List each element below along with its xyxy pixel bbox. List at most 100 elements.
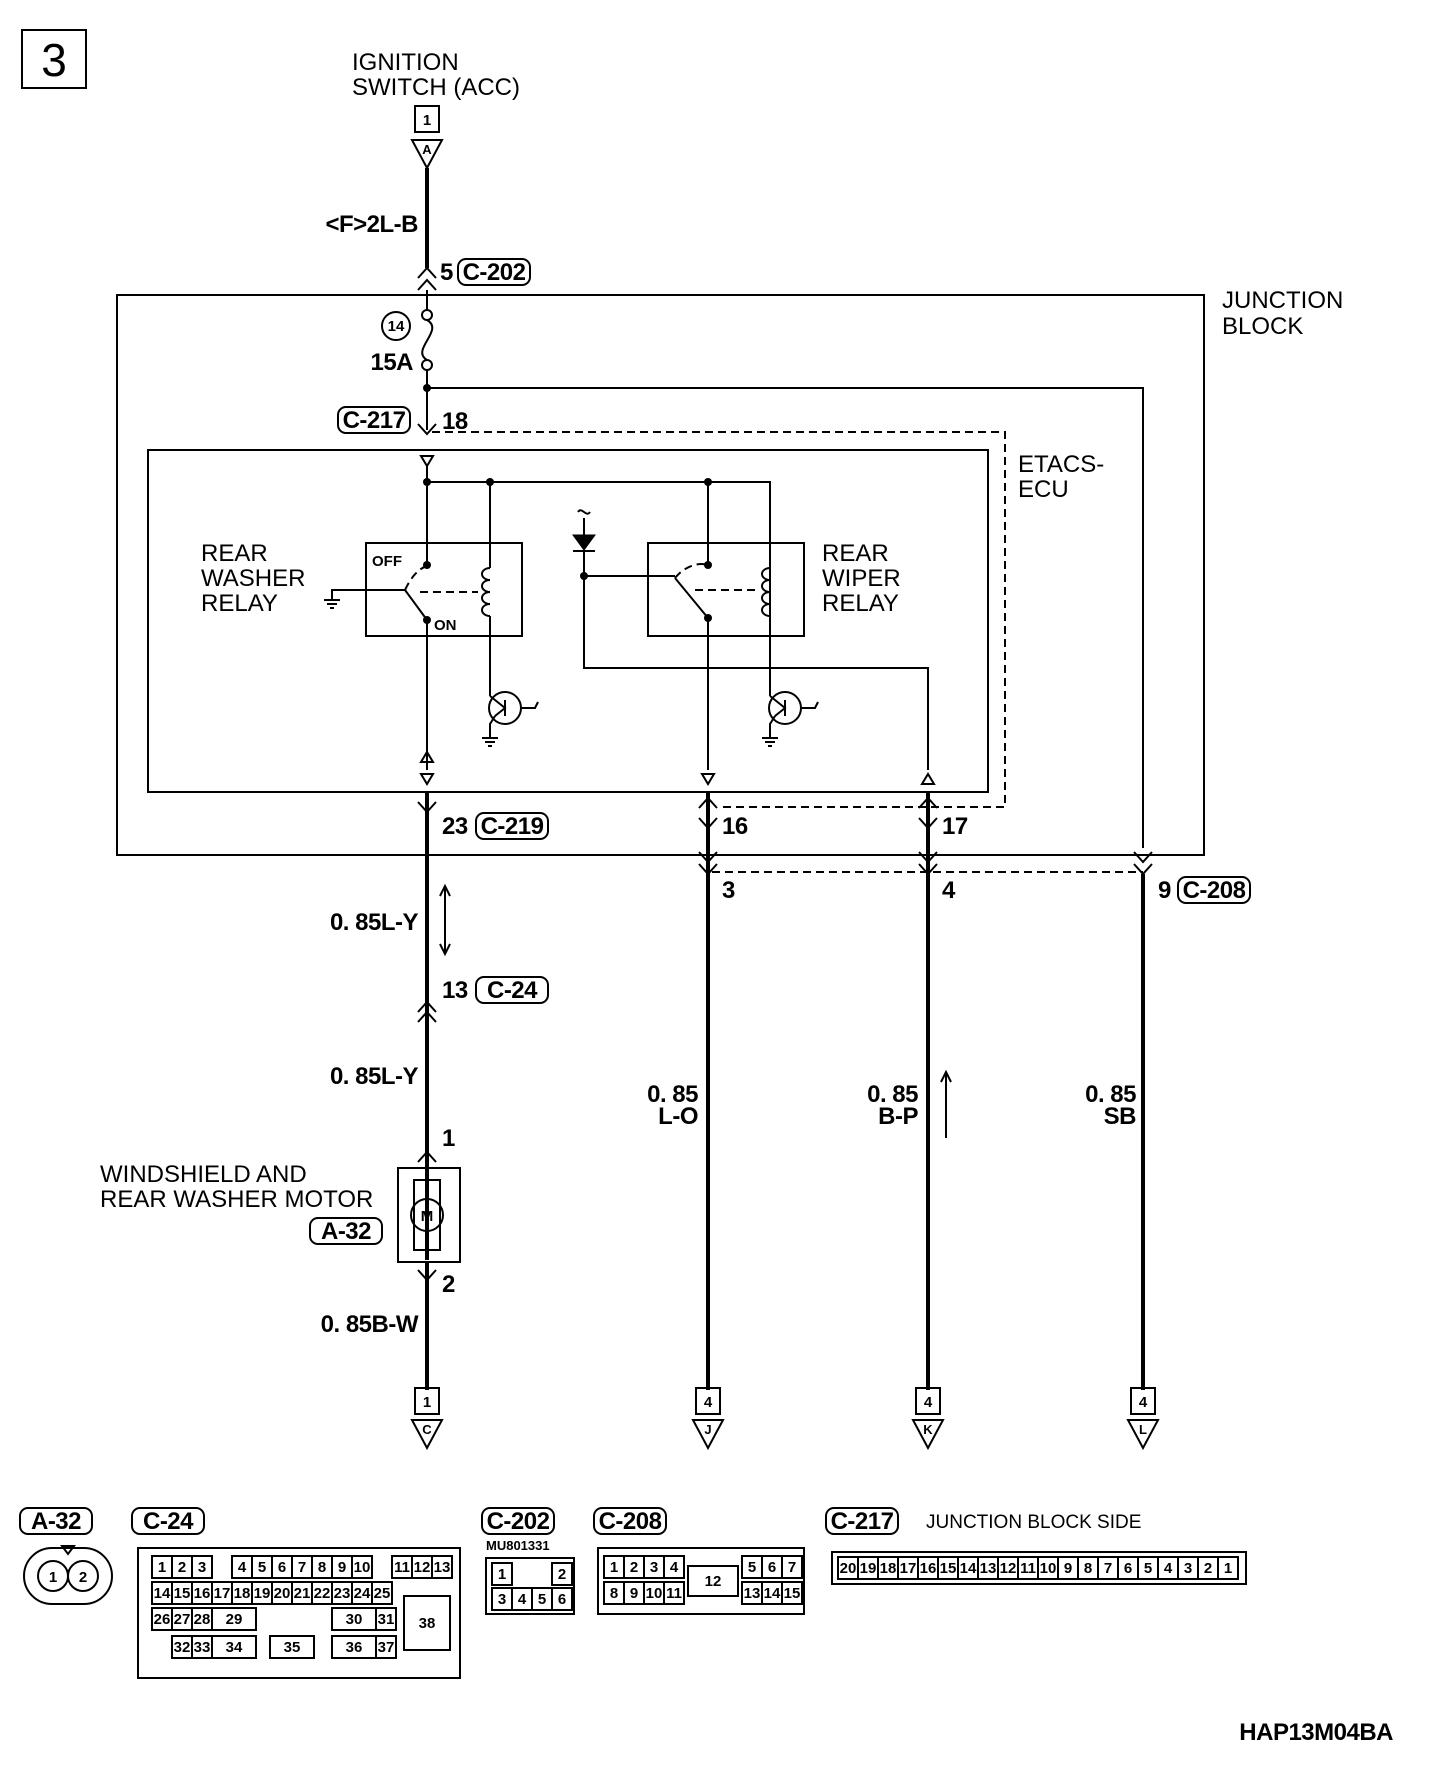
- c208-pin-10: 10: [646, 1585, 663, 1602]
- c208-pin-6: 6: [768, 1559, 776, 1576]
- pin3-chevron: [698, 851, 718, 876]
- junction-block-outline: [116, 294, 1205, 856]
- c217-pin-13: 13: [980, 1560, 997, 1577]
- bottom-connector-j: 4 J: [691, 1387, 725, 1451]
- page-number: 3: [41, 34, 67, 86]
- c217-chevron: [417, 423, 437, 436]
- c208-pin-1: 1: [610, 1559, 618, 1576]
- c24-tag: C-24: [487, 977, 538, 1004]
- c208-pin-4-cell: [663, 1555, 685, 1579]
- bottom-connector-k-page-box: [915, 1387, 941, 1415]
- washer-relay-label-3: RELAY: [201, 590, 278, 617]
- c217-pin-2: 2: [1204, 1560, 1212, 1577]
- c217-view-tag: C-217: [831, 1508, 894, 1535]
- c217-pin-1-cell: [1217, 1556, 1239, 1580]
- bottom-connector-k: 4 K: [911, 1387, 945, 1451]
- c208-pin-7-cell: [781, 1555, 803, 1579]
- c24-pin-14: 14: [154, 1585, 171, 1602]
- c217-tag-box: [337, 406, 411, 434]
- c24-pin-25-cell: [371, 1581, 393, 1605]
- c202-chevron: [417, 266, 437, 291]
- c24-pin-35: 35: [284, 1639, 301, 1656]
- sense-wire: [583, 576, 929, 770]
- bottom-connector-c-page: 1: [423, 1394, 431, 1411]
- c217-pin-11: 11: [1020, 1560, 1036, 1577]
- diode-to-relay-wire: [583, 551, 675, 577]
- c24-pin-10-cell: [351, 1555, 373, 1579]
- c208-pin-11: 11: [666, 1585, 682, 1602]
- sense-input-terminal: [920, 772, 936, 785]
- wiper-transistor-legs: [769, 695, 819, 738]
- washer-relay-output-terminal: [419, 750, 435, 786]
- c24-pin-1: 1: [158, 1559, 166, 1576]
- junction-block-label-1: JUNCTION: [1222, 287, 1343, 314]
- c217-pin-3: 3: [1184, 1560, 1192, 1577]
- washer-relay-off: OFF: [372, 553, 402, 570]
- bottom-connector-l: 4 L: [1126, 1387, 1160, 1451]
- wire-ly-label-2: 0. 85L-Y: [330, 1063, 419, 1090]
- c24-pin-27: 27: [174, 1611, 191, 1628]
- c24-pin-4: 4: [238, 1559, 247, 1576]
- c217-side-label: JUNCTION BLOCK SIDE: [926, 1512, 1141, 1533]
- c208-tag: C-208: [1183, 877, 1246, 904]
- c217-view-tag-box: [825, 1507, 899, 1535]
- bottom-connector-c-page-box: [414, 1387, 440, 1415]
- wiper-relay-label-3: RELAY: [822, 590, 899, 617]
- wiper-relay-no-contact: [704, 561, 712, 569]
- wire-sb-label-2: SB: [1104, 1103, 1137, 1130]
- c208-housing: [597, 1547, 805, 1615]
- washer-relay-label-1: REAR: [201, 540, 268, 567]
- ignition-switch-label-2: SWITCH (ACC): [352, 74, 520, 101]
- bottom-connector-c: 1 C: [410, 1387, 444, 1451]
- etacs-label-2: ECU: [1018, 476, 1069, 503]
- c208-pin-14: 14: [764, 1585, 781, 1602]
- bottom-connector-j-arrow: [691, 1419, 725, 1451]
- c217-pin-19: 19: [860, 1560, 877, 1577]
- wire-ly-label-1: 0. 85L-Y: [330, 909, 419, 936]
- current-flow-arrow-left: [439, 883, 451, 957]
- bottom-connector-l-arrow: [1126, 1419, 1160, 1451]
- c24-pin-38: 38: [419, 1615, 436, 1632]
- c24-pin-6: 6: [278, 1559, 286, 1576]
- wiper-relay-blade-arc: [674, 563, 709, 579]
- c208-pin-13: 13: [744, 1585, 761, 1602]
- c24-chevron: [417, 1000, 437, 1023]
- c202-pin-6: 6: [558, 1591, 566, 1608]
- diode-supply-squiggle: [577, 509, 591, 515]
- c24-pin-21: 21: [294, 1585, 311, 1602]
- c24-pin-15: 15: [174, 1585, 191, 1602]
- c208-pin-3: 3: [650, 1559, 658, 1576]
- bottom-connector-k-page: 4: [924, 1394, 933, 1411]
- bottom-connector-l-letter: L: [1139, 1422, 1147, 1437]
- motor-label-2: REAR WASHER MOTOR: [100, 1186, 373, 1213]
- etacs-ecu-box: [147, 449, 989, 793]
- c24-pin-26: 26: [154, 1611, 171, 1628]
- bottom-connector-j-letter: J: [704, 1422, 711, 1437]
- c217-pin-15: 15: [940, 1560, 957, 1577]
- bottom-connector-k-arrow: [911, 1419, 945, 1451]
- ignition-switch-label-1: IGNITION: [352, 49, 459, 76]
- pin16-chevron: [698, 796, 718, 830]
- c24-pin-19: 19: [254, 1585, 271, 1602]
- c217-pin-20: 20: [840, 1560, 857, 1577]
- etacs-dashed-boundary: [432, 431, 1006, 808]
- c24-pin: 13: [442, 977, 468, 1004]
- a32-view-tag: A-32: [31, 1508, 81, 1535]
- motor-pin1-chevron: [417, 1150, 437, 1163]
- c24-pin-12: 12: [414, 1559, 431, 1576]
- c217-pin-18: 18: [880, 1560, 897, 1577]
- c24-pin-16: 16: [194, 1585, 211, 1602]
- motor-connector-tag-box: [309, 1217, 383, 1245]
- washer-relay-blade: [404, 589, 428, 621]
- c217-pin-9: 9: [1064, 1560, 1072, 1577]
- page-number-box: [21, 29, 87, 89]
- c202-view-tag-box: [481, 1507, 555, 1535]
- c24-pin-29: 29: [226, 1611, 243, 1628]
- c24-pin-7: 7: [298, 1559, 306, 1576]
- bottom-connector-j-page-box: [695, 1387, 721, 1415]
- c24-pin-23: 23: [334, 1585, 351, 1602]
- c24-pin-11: 11: [394, 1559, 410, 1576]
- fuse-number-circle: [381, 311, 411, 341]
- wire-bp-label-2: B-P: [878, 1103, 918, 1130]
